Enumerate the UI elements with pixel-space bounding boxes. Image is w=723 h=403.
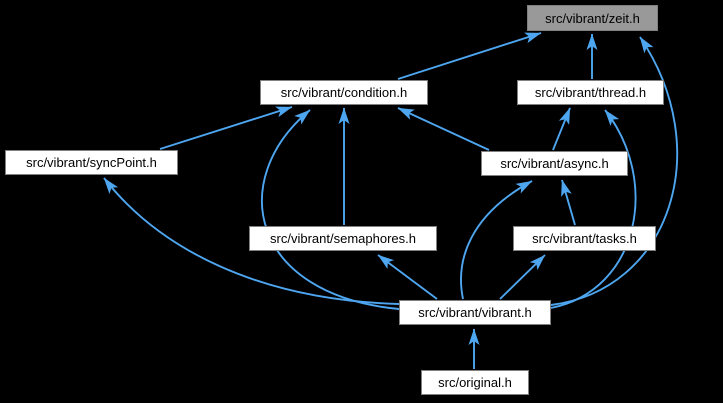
node-condition[interactable]: src/vibrant/condition.h bbox=[260, 80, 428, 105]
node-vibrant[interactable]: src/vibrant/vibrant.h bbox=[399, 300, 551, 325]
edge-condition-to-zeit bbox=[397, 32, 542, 80]
node-tasks-label: src/vibrant/tasks.h bbox=[532, 231, 637, 246]
node-original-label: src/original.h bbox=[438, 375, 512, 390]
edge-vibrant-to-tasks bbox=[499, 254, 546, 300]
edge-async-to-thread bbox=[552, 107, 571, 151]
node-zeit-label: src/vibrant/zeit.h bbox=[545, 10, 640, 26]
edge-vibrant-to-syncpoint bbox=[103, 177, 400, 305]
node-zeit[interactable]: src/vibrant/zeit.h bbox=[527, 5, 658, 31]
edge-vibrant-to-async bbox=[460, 180, 533, 300]
edge-tasks-to-async bbox=[561, 179, 576, 226]
edge-vibrant-to-semaphores bbox=[377, 254, 438, 300]
edge-vibrant-to-zeit bbox=[550, 36, 679, 306]
node-syncpoint-label: src/vibrant/syncPoint.h bbox=[26, 155, 157, 170]
node-async-label: src/vibrant/async.h bbox=[500, 156, 609, 171]
edge-vibrant-to-condition bbox=[261, 109, 400, 310]
node-syncpoint[interactable]: src/vibrant/syncPoint.h bbox=[5, 150, 178, 175]
node-async[interactable]: src/vibrant/async.h bbox=[481, 151, 628, 176]
node-semaphores-label: src/vibrant/semaphores.h bbox=[270, 231, 416, 246]
edge-async-to-condition bbox=[397, 107, 490, 151]
edge-syncpoint-to-condition bbox=[159, 106, 293, 150]
node-semaphores[interactable]: src/vibrant/semaphores.h bbox=[249, 226, 437, 251]
node-original[interactable]: src/original.h bbox=[421, 370, 529, 395]
edge-vibrant-to-thread bbox=[550, 109, 637, 309]
node-thread[interactable]: src/vibrant/thread.h bbox=[517, 80, 664, 105]
node-vibrant-label: src/vibrant/vibrant.h bbox=[418, 305, 532, 320]
node-condition-label: src/vibrant/condition.h bbox=[280, 85, 408, 100]
node-thread-label: src/vibrant/thread.h bbox=[534, 85, 647, 100]
node-tasks[interactable]: src/vibrant/tasks.h bbox=[513, 226, 656, 251]
